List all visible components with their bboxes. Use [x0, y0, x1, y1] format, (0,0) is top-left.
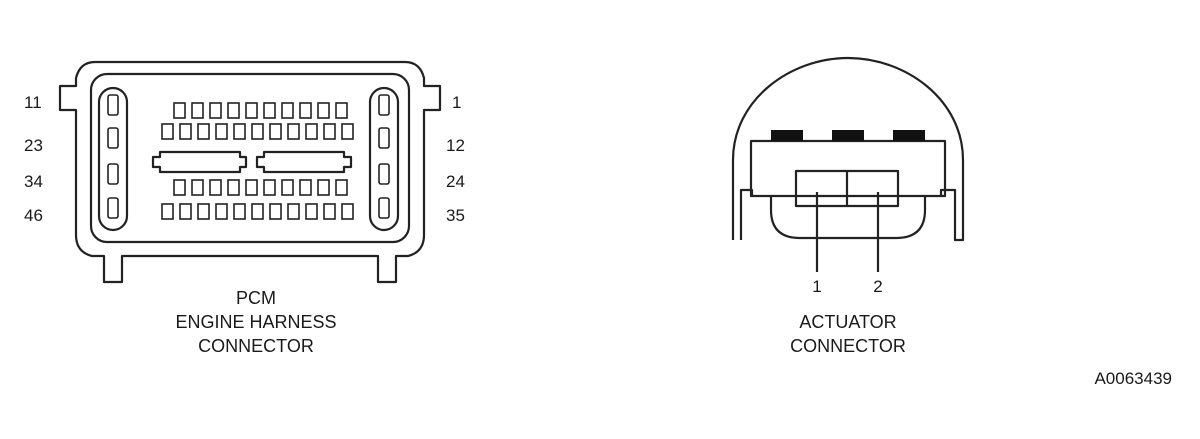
- actuator-dome-shell: [731, 56, 965, 242]
- pcm-pin: [227, 102, 240, 119]
- pcm-pin: [233, 203, 246, 220]
- actuator-dome-shell-left-inner: [739, 188, 754, 240]
- pcm-pin: [107, 197, 119, 219]
- pcm-connector: 11 23 34 46 1 12 24 35 PCM ENGINE HARNES…: [24, 60, 465, 356]
- pcm-pin: [378, 163, 390, 185]
- pcm-pin: [299, 102, 312, 119]
- pcm-right-pin-column: [368, 86, 400, 232]
- pcm-pin: [263, 179, 276, 196]
- pcm-pin: [341, 123, 354, 140]
- pcm-pin: [191, 179, 204, 196]
- pcm-pin: [227, 179, 240, 196]
- pcm-label-1: 1: [452, 93, 461, 112]
- pcm-pin: [305, 123, 318, 140]
- pcm-pin: [378, 197, 390, 219]
- pcm-pin: [281, 179, 294, 196]
- pcm-label-11: 11: [24, 93, 42, 112]
- pcm-pin: [173, 179, 186, 196]
- pcm-pin: [335, 179, 348, 196]
- pcm-pin: [161, 123, 174, 140]
- actuator-caption-line-2: CONNECTOR: [790, 336, 906, 356]
- pcm-caption-line-1: PCM: [236, 288, 276, 308]
- pcm-pin: [287, 203, 300, 220]
- actuator-skirt: [769, 196, 927, 240]
- pcm-pin: [341, 203, 354, 220]
- actuator-connector: 1 2 ACTUATOR CONNECTOR: [731, 56, 965, 356]
- pcm-housing-outline: [58, 60, 442, 284]
- actuator-latch: [893, 130, 925, 141]
- pcm-pin: [233, 123, 246, 140]
- pcm-pin: [281, 102, 294, 119]
- pcm-pin: [107, 163, 119, 185]
- pcm-pin: [269, 203, 282, 220]
- pcm-pin: [378, 127, 390, 149]
- pcm-label-46: 46: [24, 206, 43, 225]
- pcm-center-key-right: [255, 150, 353, 174]
- pcm-left-pin-column: [97, 86, 129, 232]
- pcm-pin: [335, 102, 348, 119]
- pcm-caption-line-3: CONNECTOR: [198, 336, 314, 356]
- pcm-pin-rows: [161, 102, 354, 220]
- pcm-pin: [173, 102, 186, 119]
- pcm-pin: [251, 203, 264, 220]
- pcm-center-key-left: [151, 150, 248, 174]
- pcm-pin: [287, 123, 300, 140]
- pcm-pin: [209, 102, 222, 119]
- pcm-pin: [209, 179, 222, 196]
- pcm-label-35: 35: [446, 206, 465, 225]
- actuator-label-1: 1: [812, 277, 821, 296]
- pcm-label-24: 24: [446, 172, 465, 191]
- pcm-pin: [197, 203, 210, 220]
- pcm-pin: [317, 102, 330, 119]
- actuator-latch: [771, 130, 803, 141]
- pcm-pin: [305, 203, 318, 220]
- pcm-pin: [161, 203, 174, 220]
- pcm-pin: [317, 179, 330, 196]
- actuator-label-2: 2: [873, 277, 882, 296]
- pcm-pin: [251, 123, 264, 140]
- pcm-pin: [269, 123, 282, 140]
- figure-id: A0063439: [1094, 369, 1172, 388]
- actuator-latch: [832, 130, 864, 141]
- pcm-pin: [179, 123, 192, 140]
- pcm-pin: [215, 123, 228, 140]
- pcm-pin: [107, 94, 119, 116]
- pcm-label-23: 23: [24, 136, 43, 155]
- pcm-pin: [323, 123, 336, 140]
- pcm-pin: [378, 94, 390, 116]
- pcm-pin: [107, 127, 119, 149]
- pcm-pin: [299, 179, 312, 196]
- pcm-pin: [323, 203, 336, 220]
- pcm-pin: [263, 102, 276, 119]
- pcm-label-12: 12: [446, 136, 465, 155]
- pcm-label-34: 34: [24, 172, 43, 191]
- pcm-pin: [245, 179, 258, 196]
- pcm-inner-shell: [89, 72, 411, 244]
- pcm-pin: [191, 102, 204, 119]
- pcm-caption-line-2: ENGINE HARNESS: [175, 312, 336, 332]
- actuator-caption-line-1: ACTUATOR: [799, 312, 896, 332]
- pcm-pin: [245, 102, 258, 119]
- pcm-pin: [179, 203, 192, 220]
- pcm-pin: [197, 123, 210, 140]
- pcm-pin: [215, 203, 228, 220]
